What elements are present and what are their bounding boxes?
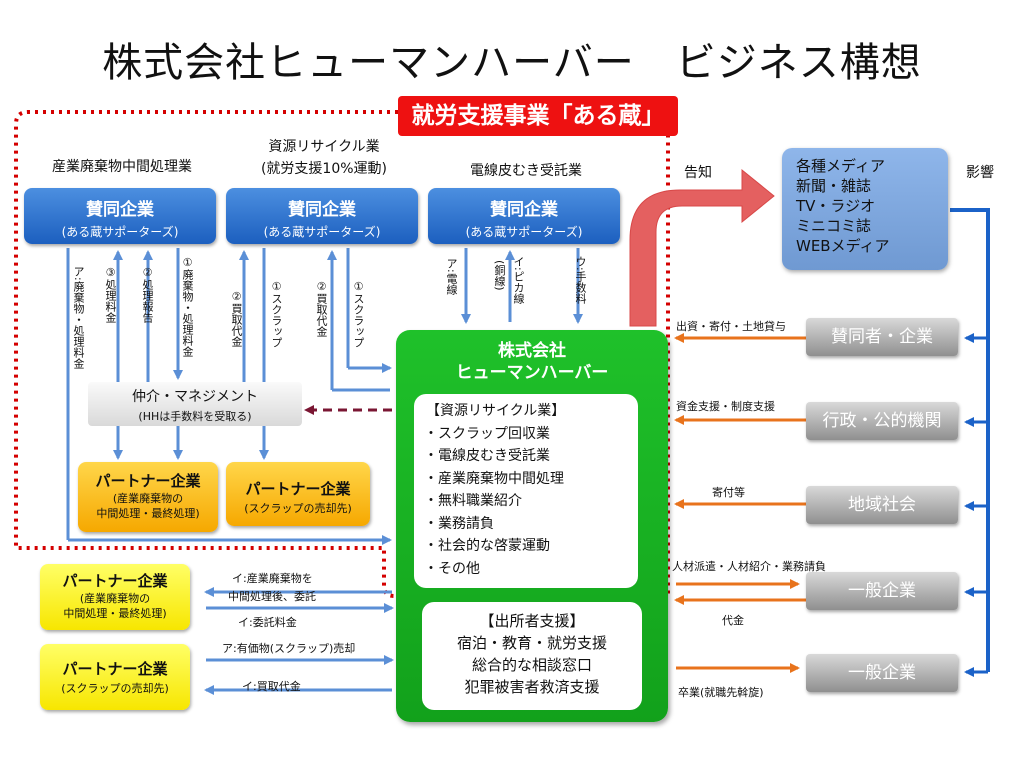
flow-label-purchase-price: ②買取代金 bbox=[315, 280, 328, 337]
notice-label: 告知 bbox=[684, 165, 712, 181]
flow-label-scrap: ①スクラップ bbox=[270, 280, 283, 348]
flow-label-scrap: ①スクラップ bbox=[352, 280, 365, 348]
supporter-title: 賛同企業 bbox=[288, 200, 356, 220]
support-item: 犯罪被害者救済支援 bbox=[464, 678, 600, 696]
service-item: ・無料職業紹介 bbox=[424, 493, 522, 509]
partner-box-waste-outer: パートナー企業 (産業廃棄物の 中間処理・最終処理) bbox=[40, 564, 190, 630]
notice-arrow bbox=[629, 168, 775, 327]
box-general-company: 一般企業 bbox=[806, 572, 958, 610]
mediation-title: 仲介・マネジメント bbox=[132, 389, 258, 405]
flow-label-waste-fee: ア:廃棄物・処理料金 bbox=[72, 266, 85, 369]
partner-box-waste-inner: パートナー企業 (産業廃棄物の 中間処理・最終処理) bbox=[78, 462, 218, 532]
label-industrial-waste: 産業廃棄物中間処理業 bbox=[52, 159, 192, 175]
supporter-title: 賛同企業 bbox=[86, 200, 154, 220]
ex-offender-support-box: 【出所者支援】 宿泊・教育・就労支援 総合的な相談窓口 犯罪被害者救済支援 bbox=[422, 602, 642, 710]
service-item: ・業務請負 bbox=[424, 515, 494, 532]
partner-title: パートナー企業 bbox=[62, 660, 168, 678]
company-name-line2: ヒューマンハーバー bbox=[455, 363, 609, 383]
flow-label-waste-and-fee: ①廃棄物・処理料金 bbox=[181, 256, 194, 357]
partner-line: (スクラップの売却先) bbox=[244, 502, 352, 515]
flow-label-copper-wire: (銅線) bbox=[493, 260, 506, 291]
flow-label-donation: 寄付等 bbox=[712, 486, 745, 499]
flow-label-buy-price: イ:買取代金 bbox=[242, 680, 301, 693]
support-heading: 【出所者支援】 bbox=[479, 612, 585, 630]
supporter-box-recycling: 賛同企業 (ある蔵サポーターズ) bbox=[226, 188, 418, 244]
flow-label-processing-report: ②処理報告 bbox=[141, 266, 154, 323]
partner-title: パートナー企業 bbox=[245, 480, 351, 498]
media-item: ミニコミ誌 bbox=[796, 217, 872, 235]
supporter-sub: (ある蔵サポーターズ) bbox=[263, 225, 381, 239]
flow-label-waste-after: イ:産業廃棄物を bbox=[232, 572, 313, 585]
supporter-sub: (ある蔵サポーターズ) bbox=[61, 225, 179, 239]
supporter-box-waste: 賛同企業 (ある蔵サポーターズ) bbox=[24, 188, 216, 244]
page-title: 株式会社ヒューマンハーバー ビジネス構想 bbox=[102, 40, 922, 86]
company-name-line1: 株式会社 bbox=[498, 341, 566, 361]
flow-label-commission: ウ:手数料 bbox=[574, 256, 587, 304]
flow-label-consign-fee: イ:委託料金 bbox=[238, 616, 297, 629]
service-item: ・社会的な啓蒙運動 bbox=[424, 538, 550, 554]
supporter-title: 賛同企業 bbox=[490, 200, 558, 220]
flow-label-scrap-sale: ア:有価物(スクラップ)売却 bbox=[222, 642, 356, 655]
partner-line: (スクラップの売却先) bbox=[61, 682, 169, 695]
recycling-services-box: 【資源リサイクル業】 ・スクラップ回収業 ・電線皮むき受託業 ・産業廃棄物中間処… bbox=[414, 394, 638, 588]
media-item: WEBメディア bbox=[796, 237, 890, 255]
label-resource-recycling: 資源リサイクル業 bbox=[268, 139, 380, 155]
box-supporters-companies: 賛同者・企業 bbox=[806, 318, 958, 356]
flow-label-investment: 出資・寄付・土地貸与 bbox=[676, 320, 786, 333]
partner-line: 中間処理・最終処理) bbox=[96, 507, 200, 520]
support-item: 宿泊・教育・就労支援 bbox=[456, 634, 607, 652]
mediation-note: (HHは手数料を受取る) bbox=[138, 410, 252, 423]
media-heading: 各種メディア bbox=[796, 157, 885, 175]
service-item: ・電線皮むき受託業 bbox=[424, 448, 550, 464]
flow-label-waste-after-2: 中間処理後、委託 bbox=[228, 590, 316, 603]
flow-label-payment: 代金 bbox=[722, 614, 744, 627]
program-banner: 就労支援事業「ある蔵」 bbox=[398, 96, 678, 136]
company-box: 株式会社 ヒューマンハーバー 【資源リサイクル業】 ・スクラップ回収業 ・電線皮… bbox=[396, 330, 668, 722]
supporter-sub: (ある蔵サポーターズ) bbox=[465, 225, 583, 239]
mediation-box: 仲介・マネジメント (HHは手数料を受取る) bbox=[88, 382, 302, 426]
label-employment-campaign: (就労支援10%運動) bbox=[260, 161, 388, 177]
dotted-boundary bbox=[14, 110, 678, 598]
flow-label-staffing: 人材派遣・人材紹介・業務請負 bbox=[672, 560, 826, 573]
partner-line: 中間処理・最終処理) bbox=[63, 607, 167, 620]
partner-box-scrap-inner: パートナー企業 (スクラップの売却先) bbox=[226, 462, 370, 526]
box-community: 地域社会 bbox=[806, 486, 958, 524]
label-wire-stripping: 電線皮むき受託業 bbox=[470, 163, 582, 179]
recycling-heading: 【資源リサイクル業】 bbox=[426, 403, 566, 419]
media-item: 新聞・雑誌 bbox=[796, 177, 872, 195]
partner-title: パートナー企業 bbox=[95, 472, 201, 490]
supporter-box-wire: 賛同企業 (ある蔵サポーターズ) bbox=[428, 188, 620, 244]
flow-label-wire: ア:電線 bbox=[445, 258, 458, 295]
service-item: ・産業廃棄物中間処理 bbox=[424, 470, 564, 487]
partner-line: (産業廃棄物の bbox=[79, 592, 151, 605]
flow-label-processing-fee: ③処理料金 bbox=[104, 266, 117, 323]
company-name: 株式会社 ヒューマンハーバー bbox=[396, 340, 668, 384]
service-item: ・その他 bbox=[424, 560, 480, 577]
media-box: 各種メディア 新聞・雑誌 TV・ラジオ ミニコミ誌 WEBメディア bbox=[782, 148, 948, 270]
box-general-company: 一般企業 bbox=[806, 654, 958, 692]
media-item: TV・ラジオ bbox=[796, 197, 876, 215]
flow-label-purchase-price: ②買取代金 bbox=[230, 290, 243, 347]
box-government: 行政・公的機関 bbox=[806, 402, 958, 440]
partner-line: (産業廃棄物の bbox=[112, 492, 184, 505]
partner-title: パートナー企業 bbox=[62, 572, 168, 590]
flow-label-graduation: 卒業(就職先斡旋) bbox=[678, 686, 764, 699]
support-item: 総合的な相談窓口 bbox=[471, 656, 592, 674]
flow-label-funding: 資金支援・制度支援 bbox=[676, 400, 775, 413]
service-item: ・スクラップ回収業 bbox=[424, 425, 550, 442]
influence-label: 影響 bbox=[966, 165, 994, 181]
flow-label-bright-wire: イ:ピカ線 bbox=[512, 256, 525, 304]
partner-box-scrap-outer: パートナー企業 (スクラップの売却先) bbox=[40, 644, 190, 710]
